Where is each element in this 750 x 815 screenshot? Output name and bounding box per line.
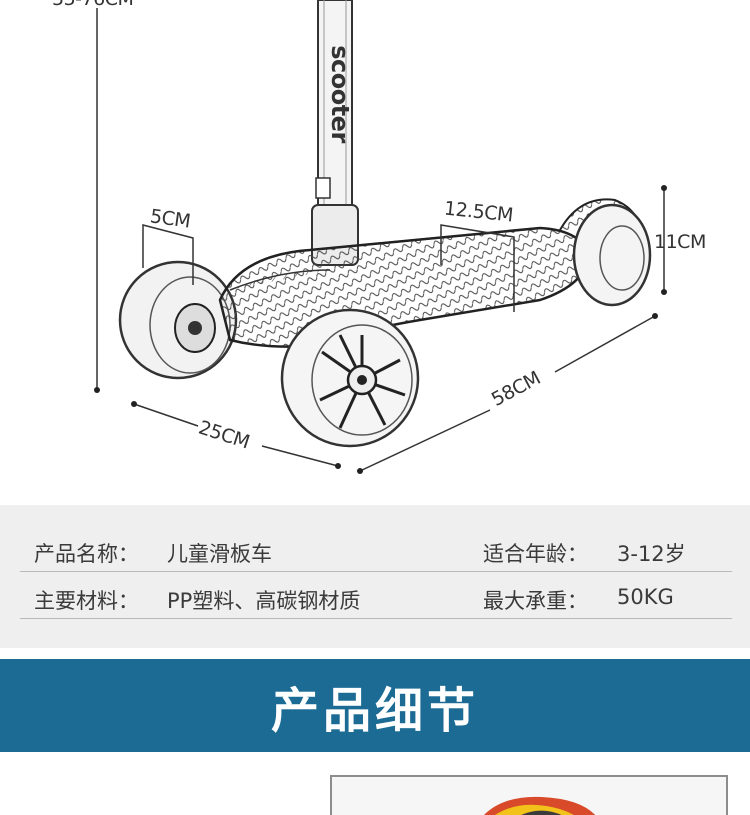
front-left-wheel (118, 260, 238, 380)
front-width-dim-b (261, 445, 339, 467)
product-name-label: 产品名称： (34, 542, 139, 566)
front-width-dim-a (133, 403, 199, 427)
specs-table: 产品名称： 儿童滑板车 适合年龄： 3-12岁 主要材料： PP塑料、高碳钢材质… (0, 505, 750, 648)
material-value: PP塑料、高碳钢材质 (167, 589, 361, 613)
stem-brand-text: scooter (326, 45, 354, 143)
section-banner: 产品细节 (0, 659, 750, 752)
max-load-value: 50KG (617, 585, 674, 609)
detail-image (330, 775, 728, 815)
age-label: 适合年龄： (483, 542, 588, 566)
height-range-label: 55-76CM (52, 0, 134, 10)
scooter-sketch (94, 0, 667, 474)
height-dim-end (94, 387, 100, 393)
deck (218, 226, 592, 348)
dimension-diagram: scooter 55-76CM 5CM 12.5CM 11CM 25CM 58C… (52, 0, 707, 474)
spec-row: 主要材料： PP塑料、高碳钢材质 最大承重： 50KG (20, 572, 732, 619)
product-name-value: 儿童滑板车 (167, 542, 272, 566)
length-dim-a (359, 409, 491, 472)
spec-row: 产品名称： 儿童滑板车 适合年龄： 3-12岁 (20, 525, 732, 572)
helmet-image (484, 796, 596, 815)
max-load-label: 最大承重： (483, 589, 588, 613)
wheel-width-dim (142, 224, 194, 285)
rear-wheel (559, 198, 652, 307)
length-dim-b (554, 315, 656, 373)
age-value: 3-12岁 (617, 542, 686, 566)
section-title: 产品细节 (270, 682, 479, 739)
material-label: 主要材料： (34, 589, 139, 613)
rear-height-label: 11CM (654, 231, 706, 253)
front-right-wheel (280, 308, 420, 448)
deck-width-dim (440, 224, 515, 312)
